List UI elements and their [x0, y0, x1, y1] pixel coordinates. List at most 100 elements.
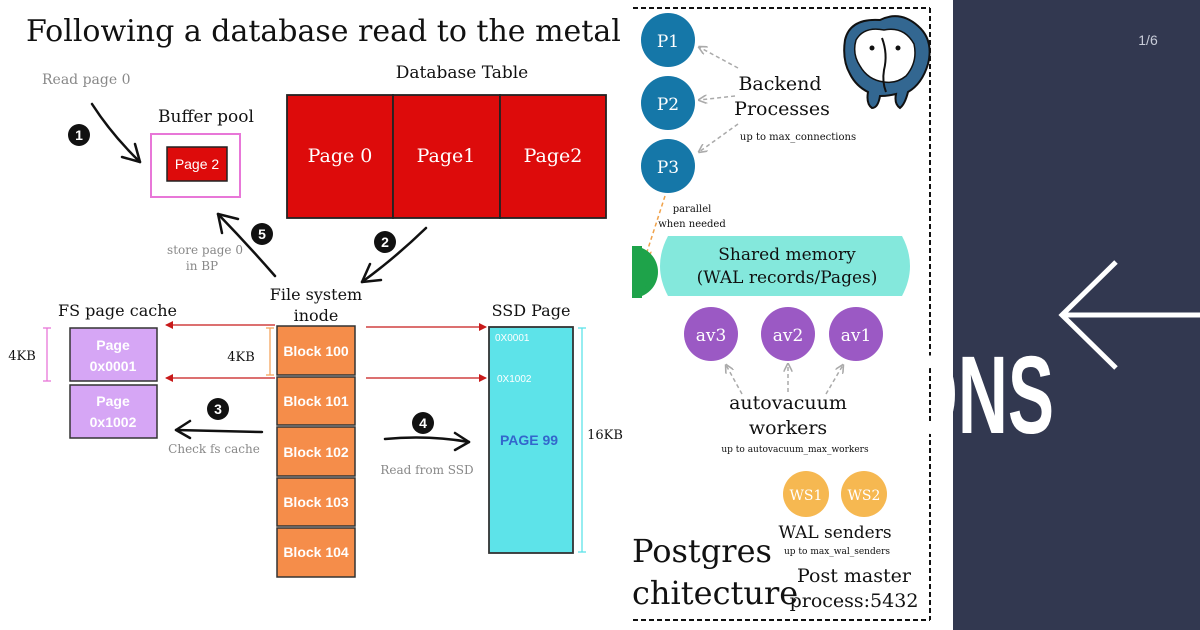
step-4-label: 4: [419, 415, 427, 431]
step-3-label: 3: [214, 401, 222, 417]
av-worker-2: av2: [761, 307, 815, 361]
postgres-title-2: chitecture: [632, 574, 798, 612]
ssd-page-box: [488, 326, 574, 554]
diagram-title: Following a database read to the metal: [26, 14, 621, 49]
wal-sender-1-label: WS1: [790, 488, 823, 504]
buffer-pool-page-label: Page 2: [175, 156, 220, 172]
process-p2-label: P2: [657, 95, 679, 115]
wal-label: WAL senders: [778, 523, 891, 543]
av-arrows: [726, 364, 843, 395]
av-label-2: workers: [749, 417, 827, 439]
shared-memory-box: [660, 236, 910, 296]
process-p3-label: P3: [657, 158, 679, 178]
step-4-arrow: [383, 431, 471, 452]
step-2-label: 2: [381, 234, 389, 250]
buffer-pool-page: [166, 146, 228, 182]
process-p1: P1: [641, 13, 695, 67]
fs-cache-page-2: [69, 384, 158, 439]
inode-label: File system: [270, 285, 362, 304]
block-100: Block 100: [283, 343, 349, 359]
parallel-arrow: [645, 195, 666, 258]
step-4-marker: 4: [412, 412, 434, 434]
process-p3: P3: [641, 139, 695, 193]
step-5-marker: 5: [251, 223, 273, 245]
process-p1-label: P1: [657, 32, 679, 52]
fs-cache-page-1-addr: 0x0001: [90, 358, 137, 374]
table-page-2: Page2: [524, 145, 583, 167]
shared-memory-sub: (WAL records/Pages): [697, 268, 878, 288]
backend-label: Backend: [738, 73, 821, 95]
fs-cache-size: 4KB: [8, 349, 36, 364]
step-2-marker: 2: [374, 231, 396, 253]
store-page-note: store page 0: [167, 243, 243, 257]
fs-cache-page-2-label: Page: [96, 393, 130, 409]
check-cache-note: Check fs cache: [168, 442, 260, 456]
shared-memory-label: Shared memory: [718, 245, 856, 265]
buffer-pool-label: Buffer pool: [158, 107, 254, 127]
table-page-0: Page 0: [308, 145, 373, 167]
block-104: Block 104: [283, 544, 349, 560]
parallel-note: parallel: [673, 204, 712, 215]
store-page-note-2: in BP: [186, 259, 218, 273]
cache-mapping-arrows: [165, 321, 487, 382]
table-page-1: Page1: [417, 145, 476, 167]
database-table-label: Database Table: [396, 63, 528, 83]
step-3-marker: 3: [207, 398, 229, 420]
wal-sender-1: WS1: [783, 471, 829, 517]
backend-label-2: Processes: [734, 98, 830, 120]
buffer-pool-box: [150, 133, 241, 198]
back-arrow-icon[interactable]: [1058, 260, 1200, 370]
postgres-elephant-icon: [843, 15, 931, 110]
read-ssd-note: Read from SSD: [380, 463, 473, 477]
wal-note: up to max_wal_senders: [784, 547, 890, 557]
postmaster-label: Post master: [797, 565, 912, 587]
step-3-arrow: [174, 419, 264, 440]
fs-cache-size-indicator: [43, 327, 51, 382]
av-worker-1-label: av1: [841, 326, 872, 346]
wal-sender-2: WS2: [841, 471, 887, 517]
fs-cache-page-1: [69, 327, 158, 382]
block-size: 4KB: [227, 350, 255, 365]
backend-note: up to max_connections: [740, 132, 856, 143]
slide-counter: 1/6: [1138, 32, 1158, 48]
postgres-title: Postgres: [632, 532, 772, 570]
step-5-label: 5: [258, 226, 266, 242]
av-worker-1: av1: [829, 307, 883, 361]
backend-arrows: [699, 47, 739, 152]
process-p2: P2: [641, 76, 695, 130]
parallel-note-2: when needed: [658, 219, 726, 230]
read-page-note: Read page 0: [42, 72, 131, 88]
ssd-addr-2: 0X1002: [497, 374, 532, 385]
ssd-addr-1: 0X0001: [495, 333, 530, 344]
av-worker-3-label: av3: [696, 326, 727, 346]
step-1-marker: 1: [68, 124, 90, 146]
postmaster-port: process:5432: [790, 590, 919, 612]
fs-cache-page-2-addr: 0x1002: [90, 414, 137, 430]
ssd-size: 16KB: [587, 428, 623, 443]
av-worker-2-label: av2: [773, 326, 804, 346]
inode-label-2: inode: [294, 306, 339, 325]
block-101: Block 101: [283, 393, 349, 409]
database-table: Page 0 Page1 Page2: [286, 94, 607, 219]
left-panel: Following a database read to the metal R…: [8, 14, 623, 578]
right-panel: 1/6 ONS: [904, 0, 1200, 630]
step-2-arrow: [360, 226, 428, 284]
av-note: up to autovacuum_max_workers: [721, 445, 869, 455]
cropped-heading: ONS: [904, 334, 1054, 457]
step-1-arrow: [90, 102, 142, 164]
ssd-page-label: PAGE 99: [500, 432, 558, 448]
fs-cache-page-1-label: Page: [96, 337, 130, 353]
av-label: autovacuum: [729, 392, 847, 414]
fs-cache-label: FS page cache: [58, 301, 177, 320]
block-size-indicator: [266, 327, 274, 376]
step-5-arrow: [216, 212, 277, 278]
av-worker-3: av3: [684, 307, 738, 361]
block-103: Block 103: [283, 494, 349, 510]
middle-panel: P1 P2 P3 Backend Processes up to max_con…: [632, 0, 953, 630]
block-102: Block 102: [283, 444, 349, 460]
wal-sender-2-label: WS2: [848, 488, 881, 504]
ssd-size-indicator: [578, 327, 586, 553]
ssd-label: SSD Page: [492, 301, 571, 320]
inode-blocks: Block 100 Block 101 Block 102 Block 103 …: [276, 325, 356, 578]
